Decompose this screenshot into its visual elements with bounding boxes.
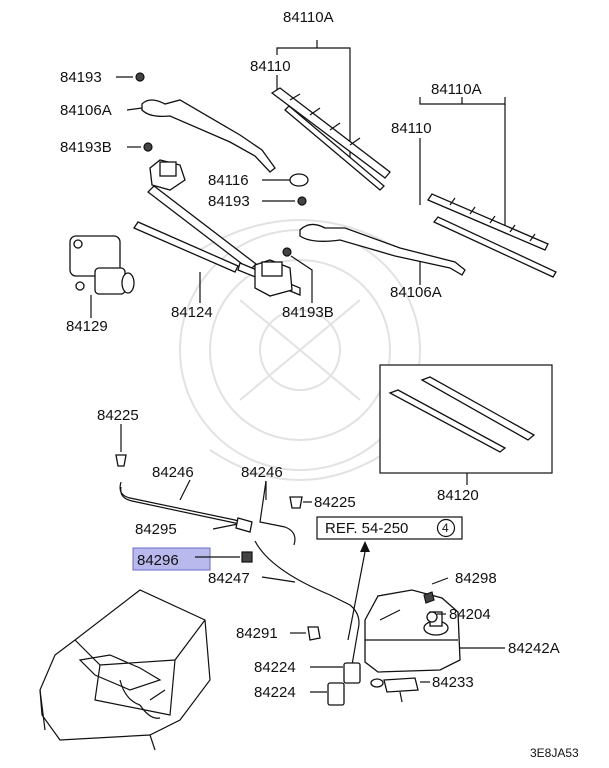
label-84298: 84298	[455, 570, 497, 587]
bracket-84233	[383, 677, 419, 693]
leader-84106A-left	[126, 107, 143, 111]
nozzle-84225-right	[289, 496, 303, 509]
ref-arrow-line	[347, 551, 366, 641]
joint-84295	[235, 517, 253, 533]
label-84224-bottom: 84224	[254, 684, 296, 701]
label-84246-left: 84246	[152, 464, 194, 481]
label-84246-right: 84246	[241, 464, 283, 481]
label-84106A-left: 84106A	[60, 102, 112, 119]
pump-84224-a	[343, 662, 361, 684]
wiper-blade-top	[270, 87, 391, 191]
nut-84193B-bottom	[282, 247, 292, 257]
stud-84233	[399, 691, 403, 703]
label-84129: 84129	[66, 318, 108, 335]
ref-circle-label: 4	[442, 521, 449, 535]
grommet-84291	[307, 626, 321, 641]
leader-84246-left	[179, 479, 191, 501]
label-84106A-right: 84106A	[390, 284, 442, 301]
hose-84246-left-edge	[120, 486, 249, 528]
label-84242A: 84242A	[508, 640, 560, 657]
wiper-arm-left	[141, 99, 276, 173]
leader-84295	[212, 523, 239, 530]
ref-arrow	[360, 541, 370, 552]
diagram-code: 3E8JA53	[530, 746, 579, 760]
hose-84247	[254, 540, 360, 666]
label-84193-mid: 84193	[208, 193, 250, 210]
label-84193-top: 84193	[60, 69, 102, 86]
vehicle-outline	[39, 589, 211, 751]
pump-84224-b	[327, 682, 345, 706]
label-84225-right: 84225	[314, 494, 356, 511]
label-84110A-right: 84110A	[431, 81, 482, 98]
label-84120: 84120	[437, 487, 479, 504]
wiper-linkage	[133, 159, 301, 297]
label-84193B-bottom: 84193B	[282, 304, 334, 321]
label-84124: 84124	[171, 304, 213, 321]
ref-circle	[436, 518, 456, 538]
label-84225-left: 84225	[97, 407, 139, 424]
refill-a	[388, 389, 507, 453]
leader-84247	[261, 576, 296, 583]
label-84110A-top: 84110A	[283, 9, 334, 26]
refill-b	[420, 376, 536, 441]
highlight-84296[interactable]	[132, 547, 211, 571]
label-84116: 84116	[208, 172, 249, 189]
label-84110-right: 84110	[391, 120, 432, 137]
label-84247: 84247	[208, 570, 250, 587]
cap-84116	[289, 173, 309, 187]
hose-84246-left	[119, 481, 249, 525]
cap-84233	[370, 678, 384, 688]
label-84295: 84295	[135, 521, 177, 538]
bracket-84110A-top	[276, 40, 351, 55]
wiper-blade-right	[427, 193, 557, 278]
wiper-arm-right	[299, 223, 466, 276]
leader-84193B-bottom	[290, 255, 313, 303]
nut-84193B-left	[143, 142, 153, 152]
washer-reservoir	[364, 589, 461, 673]
frame-84120	[379, 364, 553, 474]
leader-84298	[431, 577, 449, 585]
label-84296[interactable]: 84296	[137, 552, 179, 569]
label-84233: 84233	[432, 674, 474, 691]
nozzle-84225-left	[115, 454, 127, 467]
nut-84193-top	[135, 72, 145, 82]
bolt-84298	[423, 591, 435, 604]
bracket-84110A-right	[419, 97, 506, 105]
hose-84246-right	[259, 480, 296, 546]
label-84224-top: 84224	[254, 659, 296, 676]
label-84110-top: 84110	[250, 58, 291, 75]
label-84291: 84291	[236, 625, 278, 642]
label-84193B-left: 84193B	[60, 139, 112, 156]
ref-box	[316, 516, 463, 540]
label-84204: 84204	[449, 606, 491, 623]
ref-label: REF. 54-250	[325, 520, 408, 537]
wiper-motor	[69, 235, 135, 295]
nut-84193-mid	[297, 196, 307, 206]
clip-84296	[241, 551, 253, 563]
cap-84204	[426, 611, 438, 623]
